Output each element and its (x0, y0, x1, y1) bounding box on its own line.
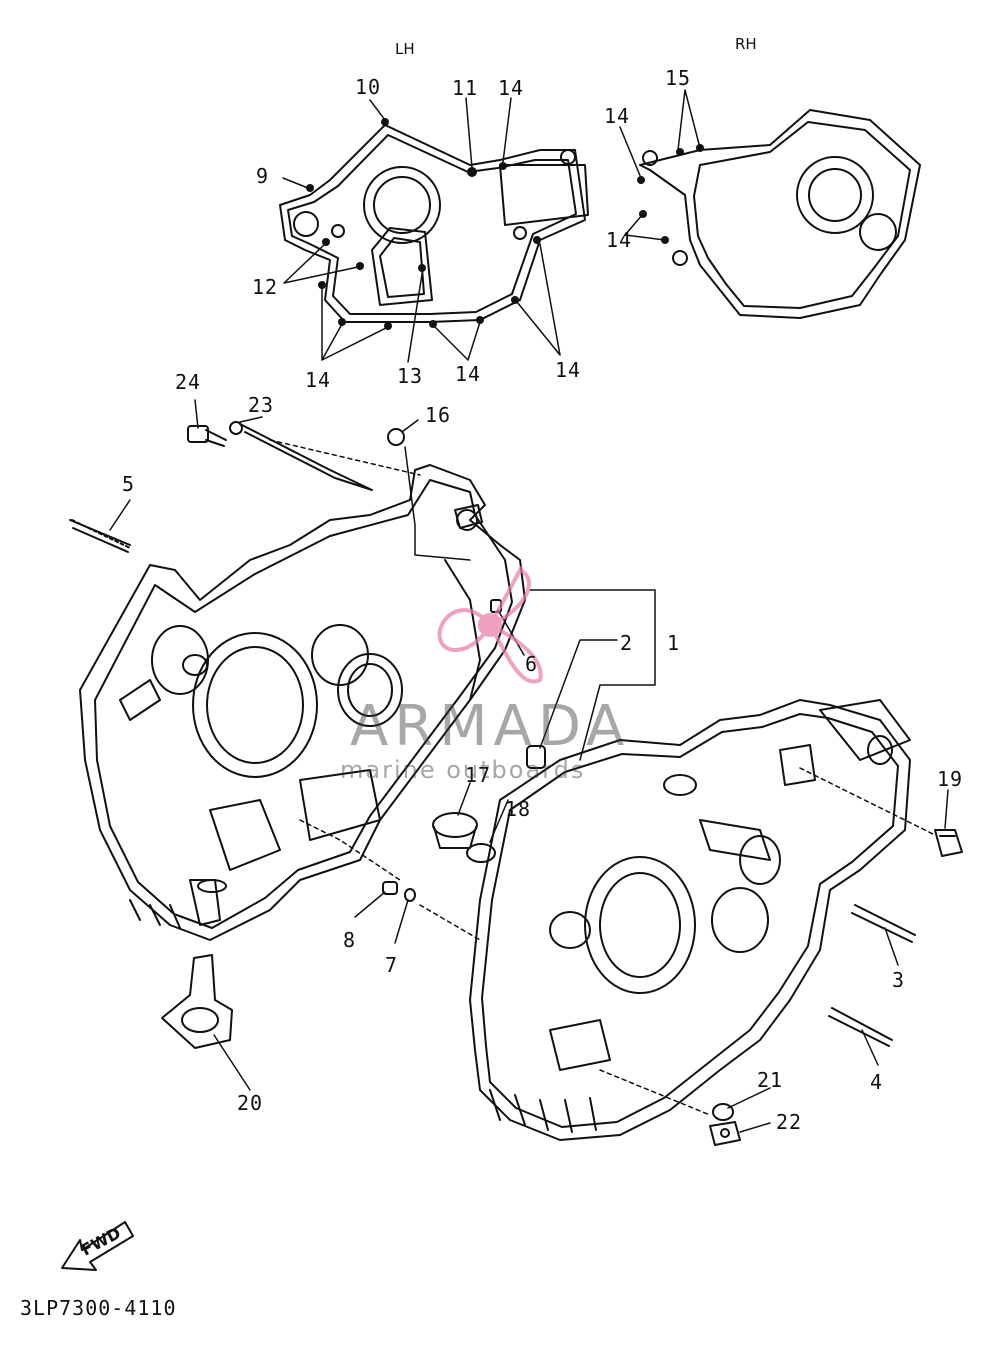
o-ring-18 (466, 843, 496, 863)
callout-17: 17 (465, 763, 492, 787)
rh-crankcase-gasket (639, 109, 921, 319)
left-crankcase-half (79, 464, 526, 941)
right-crankcase-half (469, 699, 911, 1141)
callout-12: 12 (252, 275, 279, 299)
callout-13: 13 (397, 364, 424, 388)
watermark-brand: ARMADA (350, 694, 631, 759)
watermark-tagline: marine outboards (340, 756, 586, 784)
plug-17 (432, 812, 478, 849)
collar-8 (382, 881, 398, 895)
dowel-pin-2 (526, 745, 546, 769)
callout-14: 14 (455, 362, 482, 386)
callout-15: 15 (665, 66, 692, 90)
callout-21: 21 (757, 1068, 784, 1092)
plug-16 (387, 428, 405, 446)
callout-1: 1 (667, 631, 681, 655)
callout-20: 20 (237, 1091, 264, 1115)
rh-label: RH (735, 35, 757, 53)
callout-14: 14 (606, 228, 633, 252)
callout-7: 7 (385, 953, 399, 977)
callout-9: 9 (256, 164, 270, 188)
callout-19: 19 (937, 767, 964, 791)
callout-11: 11 (452, 76, 479, 100)
callout-14: 14 (498, 76, 525, 100)
clip-19 (934, 829, 963, 857)
callout-14: 14 (555, 358, 582, 382)
washer-22 (709, 1121, 741, 1146)
callout-18: 18 (505, 797, 532, 821)
callout-22: 22 (776, 1110, 803, 1134)
callout-14: 14 (604, 104, 631, 128)
leader-lines (109, 89, 949, 1133)
o-ring-7 (404, 888, 416, 902)
callout-23: 23 (248, 393, 275, 417)
callout-10: 10 (355, 75, 382, 99)
fwd-arrow-icon (61, 1221, 134, 1271)
callout-4: 4 (870, 1070, 884, 1094)
plug-21 (712, 1103, 734, 1121)
hose-guide-23 (229, 421, 373, 491)
callout-8: 8 (343, 928, 357, 952)
callout-5: 5 (122, 472, 136, 496)
bolt-24 (187, 425, 227, 447)
callout-14: 14 (305, 368, 332, 392)
callout-2: 2 (620, 631, 634, 655)
lh-crankcase-gasket (279, 124, 589, 323)
part-code: 3LP7300-4110 (20, 1296, 177, 1320)
stud-bolt-5 (69, 519, 131, 553)
callout-6: 6 (525, 652, 539, 676)
callout-3: 3 (892, 968, 906, 992)
lh-label: LH (395, 40, 415, 58)
callout-24: 24 (175, 370, 202, 394)
callout-16: 16 (425, 403, 452, 427)
plate-20 (161, 954, 233, 1049)
watermark-logo-icon (437, 566, 543, 684)
stud-bolt-4 (828, 1007, 893, 1047)
stud-bolt-3 (851, 904, 916, 943)
